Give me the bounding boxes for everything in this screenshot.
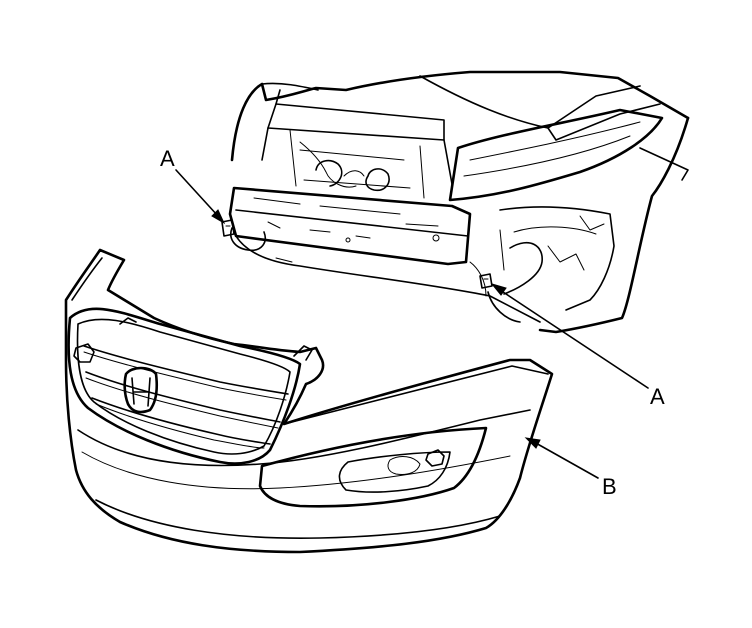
leader-line-a-right [490,283,649,389]
connector-a-left [221,219,235,237]
callout-label-a-left: A [160,146,175,171]
callout-label-a-right: A [650,384,665,409]
leader-line-b [524,437,599,479]
connector-a-right [479,273,493,289]
callout-label-b: B [602,474,617,499]
vehicle-front-body [228,70,690,334]
front-bumper-cover [64,248,554,554]
leader-line-a-left [175,169,226,225]
